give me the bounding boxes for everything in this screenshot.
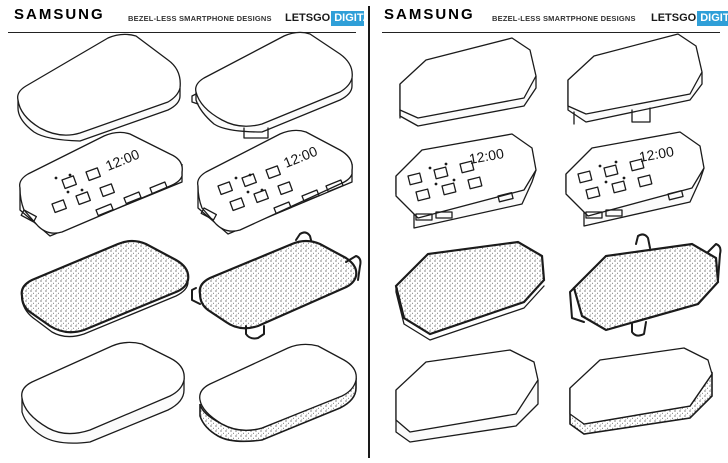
header-rule <box>382 32 720 33</box>
panel-divider <box>364 0 374 463</box>
figure-hex-bottom-slab <box>395 349 539 443</box>
figure-hex-display-clock: 12:00 <box>395 133 537 229</box>
figure-hex-slab-framed <box>567 33 703 125</box>
letsgodigital-logo: LETSGO DIGITAL <box>284 11 364 26</box>
figure-hex-slab <box>399 37 537 127</box>
patent-sheet-hexagonal: SAMSUNG BEZEL-LESS SMARTPHONE DESIGNS LE… <box>374 0 728 463</box>
samsung-logo: SAMSUNG <box>14 6 105 23</box>
header-rule <box>8 32 356 33</box>
figure-hex-display-clock-framed: 12:00 <box>565 131 705 227</box>
figure-hex-internal-board-framed <box>569 233 722 337</box>
figure-slab-closed <box>17 33 181 142</box>
figure-hex-internal-board <box>394 240 546 341</box>
drawings-rounded: 12:00 12:00 <box>17 31 362 444</box>
logo-part-digital: DIGITAL <box>331 11 364 26</box>
logo-part-letsgo: LETSGO <box>285 12 331 24</box>
figure-display-clock-framed: 12:00 <box>197 129 353 235</box>
logo-part-letsgo: LETSGO <box>651 12 697 24</box>
figure-hex-bottom-slab-framed <box>569 347 713 435</box>
clock-text: 12:00 <box>468 145 505 167</box>
figure-display-clock: 12:00 <box>19 131 183 237</box>
clock-text: 12:00 <box>638 143 675 165</box>
figure-internal-board-framed <box>191 231 362 340</box>
logo-part-digital: DIGITAL <box>697 11 728 26</box>
drawings-hexagonal: 12:00 12:00 <box>394 33 722 443</box>
figure-slab-framed <box>191 31 353 139</box>
patent-sheet-rounded: SAMSUNG BEZEL-LESS SMARTPHONE DESIGNS LE… <box>8 6 364 444</box>
letsgodigital-logo: LETSGO DIGITAL <box>650 11 728 26</box>
samsung-logo: SAMSUNG <box>384 6 475 23</box>
figure-bottom-slab-framed <box>199 343 357 443</box>
sheet-title: BEZEL-LESS SMARTPHONE DESIGNS <box>492 14 636 23</box>
figure-internal-board <box>20 239 190 338</box>
figure-bottom-slab <box>21 341 185 444</box>
sheet-title: BEZEL-LESS SMARTPHONE DESIGNS <box>128 14 272 23</box>
